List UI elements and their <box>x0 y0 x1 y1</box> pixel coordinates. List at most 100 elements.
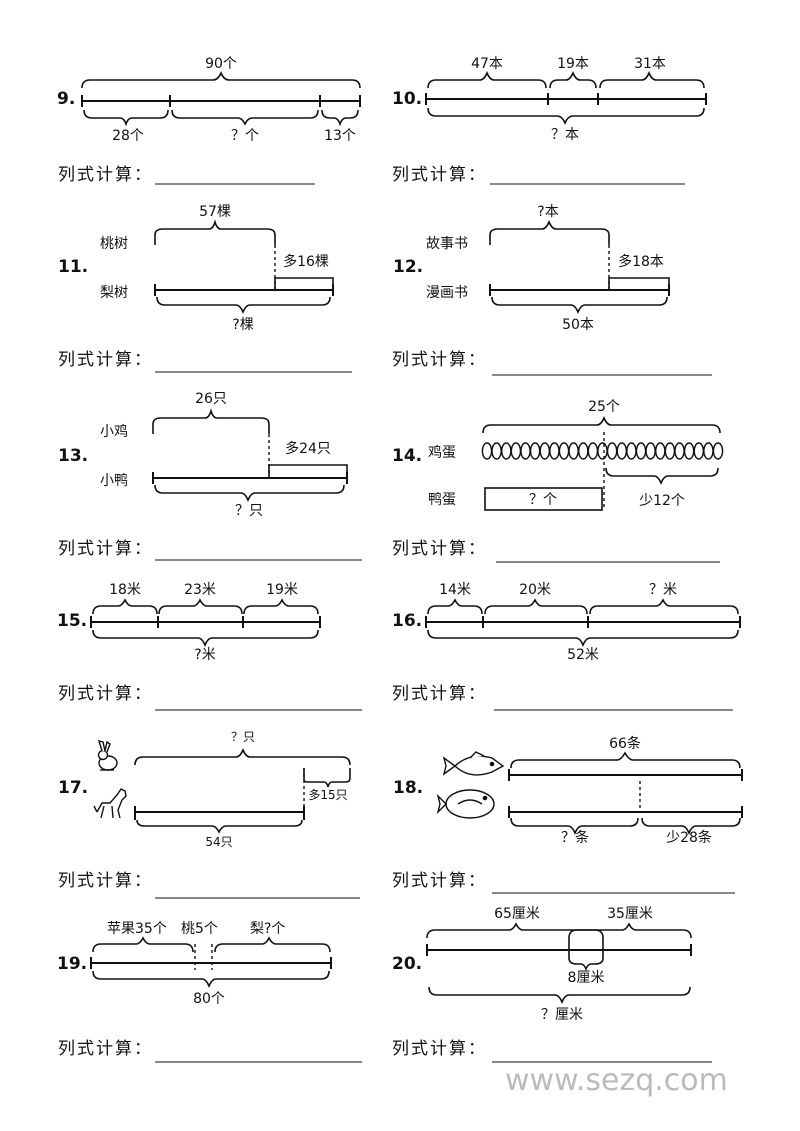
part-label: 苹果35个 <box>107 921 167 937</box>
egg-icon <box>491 442 502 460</box>
work-label: 列式计算： <box>58 539 153 559</box>
egg-icon <box>500 442 512 460</box>
row-label: 桃树 <box>100 236 128 252</box>
total-label: 80个 <box>193 991 225 1007</box>
egg-icon <box>481 442 493 460</box>
work-label: 列式计算： <box>58 871 153 891</box>
brace-top <box>427 598 483 615</box>
total-label: ？厘米 <box>541 1007 583 1023</box>
problem-number: 18. <box>393 778 423 798</box>
row-label: 小鸭 <box>100 473 128 489</box>
egg-icon <box>664 442 676 460</box>
rabbit-icon <box>97 740 118 771</box>
problem-number: 9. <box>57 89 75 109</box>
problem-number: 20. <box>392 954 422 974</box>
total-label: ?棵 <box>232 317 253 333</box>
part-label: ？米 <box>649 582 677 598</box>
part-label: 28个 <box>112 128 144 144</box>
brace-bottom <box>510 817 639 836</box>
egg-icon <box>520 442 531 460</box>
part-label: 14米 <box>439 582 471 598</box>
brace-bottom <box>491 296 668 315</box>
problem-10: 10. 47本 19本 31本 ？本 <box>392 56 707 143</box>
problem-16: 16. 14米 20米 ？米 52米 <box>392 582 741 663</box>
part-label: 18米 <box>109 582 141 598</box>
top-label: ?本 <box>537 204 558 220</box>
flatfish-icon <box>436 789 495 819</box>
total-label: ?米 <box>194 647 215 663</box>
total-label: ？只 <box>235 503 263 519</box>
brace-top <box>134 747 351 766</box>
problem-number: 13. <box>58 446 88 466</box>
brace-top <box>152 408 270 434</box>
row-label: 鸭蛋 <box>428 492 456 508</box>
part-label: 20米 <box>519 582 551 598</box>
egg-icon <box>578 442 589 460</box>
overlap-brace <box>568 938 604 972</box>
top-label: 26只 <box>195 391 227 407</box>
work-label: 列式计算： <box>392 165 487 185</box>
bottom-label: ？条 <box>561 829 589 846</box>
problem-15: 15. 18米 23米 19米 ?米 <box>57 582 321 663</box>
brace-bottom <box>428 986 691 1005</box>
brace-top <box>510 751 741 769</box>
brace-bottom <box>92 970 330 989</box>
egg-icon <box>645 442 656 460</box>
total-label: 90个 <box>205 56 237 72</box>
brace-top <box>92 598 158 615</box>
work-label: 列式计算： <box>58 684 153 704</box>
top-label: 25个 <box>588 399 620 415</box>
bottom-label: 54只 <box>205 835 232 849</box>
less-label: 少28条 <box>666 829 712 846</box>
brace-bottom <box>136 819 303 834</box>
row-label: 故事书 <box>426 236 468 252</box>
problem-number: 14. <box>392 446 422 466</box>
row-label: 小鸡 <box>100 423 128 440</box>
part-label: 31本 <box>634 56 666 72</box>
egg-icon <box>626 442 637 460</box>
total-label: 52米 <box>567 647 599 663</box>
problem-number: 15. <box>57 611 87 631</box>
brace-top <box>489 219 610 245</box>
more-label: 多16棵 <box>283 253 329 270</box>
egg-icon <box>655 442 666 460</box>
egg-icon <box>510 442 522 460</box>
egg-row <box>481 442 724 460</box>
fish-icon <box>442 751 505 776</box>
egg-icon <box>703 442 714 460</box>
part-label: 19本 <box>557 56 589 72</box>
brace-bottom <box>156 296 331 315</box>
work-label: 列式计算： <box>58 165 153 185</box>
more-label: 多24只 <box>285 440 331 457</box>
problem-number: 19. <box>57 954 87 974</box>
part-label: ？个 <box>231 128 259 144</box>
work-label: 列式计算： <box>58 350 153 370</box>
duck-egg-box <box>484 487 603 511</box>
brace-top <box>154 219 276 245</box>
problem-number: 12. <box>393 257 423 277</box>
egg-icon <box>539 442 551 460</box>
work-label: 列式计算： <box>392 684 487 704</box>
part-label: 65厘米 <box>494 906 540 922</box>
brace-top <box>81 70 361 89</box>
part-label: 47本 <box>471 56 503 72</box>
row-label: 梨树 <box>100 285 128 301</box>
egg-icon <box>606 442 618 460</box>
brace-top <box>92 936 194 953</box>
brace-bottom <box>427 107 705 126</box>
watermark: www.sezq.com <box>505 1063 728 1098</box>
row-label: 鸡蛋 <box>428 444 456 461</box>
less-brace <box>641 817 741 836</box>
box-label: ？个 <box>529 492 557 508</box>
part-label: 桃5个 <box>181 921 218 937</box>
work-label: 列式计算： <box>392 350 487 370</box>
brace-bottom <box>92 629 319 648</box>
problem-number: 10. <box>392 89 422 109</box>
brace-bottom <box>154 484 345 503</box>
more-label: 多15只 <box>308 788 347 802</box>
brace-bottom <box>427 629 739 648</box>
egg-icon <box>683 442 695 460</box>
part-label: 19米 <box>266 582 298 598</box>
egg-icon <box>549 442 560 460</box>
egg-icon <box>558 442 570 460</box>
